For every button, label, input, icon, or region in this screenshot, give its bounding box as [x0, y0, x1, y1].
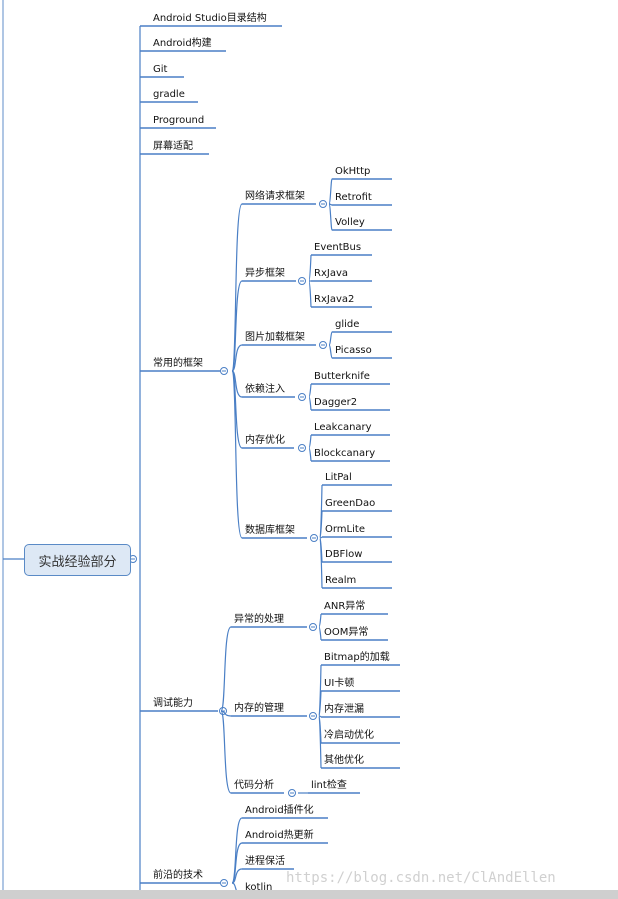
leaf-6-0-2-label[interactable]: Volley — [335, 217, 365, 228]
leaf-6-1-2-connector — [308, 280, 312, 308]
leaf-7-1-2-label[interactable]: 内存泄漏 — [324, 704, 364, 715]
branch-6-5-connector — [231, 370, 243, 539]
branch-7-0-connector — [220, 626, 232, 712]
branch-7-2-connector — [220, 710, 232, 794]
topic-6-4-label[interactable]: 内存优化 — [245, 435, 285, 446]
leaf-6-2-0-connector — [328, 331, 333, 346]
topic-6-1-label[interactable]: 异步框架 — [245, 268, 285, 279]
branch-8-label[interactable]: 前沿的技术 — [153, 870, 203, 881]
leaf-6-5-1-connector — [319, 510, 323, 539]
topic-7-0-label[interactable]: 异常的处理 — [234, 614, 284, 625]
bottom-scrollbar[interactable] — [0, 890, 618, 899]
leaf-6-0-1-label[interactable]: Retrofit — [335, 192, 372, 203]
topic-8-0-label[interactable]: Android插件化 — [245, 805, 314, 816]
topic-7-1-label[interactable]: 内存的管理 — [234, 703, 284, 714]
watermark: https://blog.csdn.net/ClAndEllen — [286, 870, 556, 886]
leaf-6-3-1-connector — [308, 396, 312, 411]
topic-6-5-label[interactable]: 数据库框架 — [245, 525, 295, 536]
leaf-7-0-1-label[interactable]: OOM异常 — [324, 627, 369, 638]
leaf-7-0-1-connector — [318, 626, 322, 641]
leaf-7-0-0-connector — [318, 613, 322, 628]
leaf-7-1-4-label[interactable]: 其他优化 — [324, 755, 364, 766]
leaf-6-1-0-label[interactable]: EventBus — [314, 242, 362, 253]
topic-6-2-label[interactable]: 图片加载框架 — [245, 332, 305, 343]
leaf-7-1-4-connector — [318, 715, 322, 769]
leaf-6-2-1-label[interactable]: Picasso — [335, 345, 372, 356]
leaf-6-4-1-connector — [308, 447, 312, 462]
topic-6-3-label[interactable]: 依赖注入 — [245, 384, 285, 395]
leaf-6-5-1-label[interactable]: GreenDao — [325, 498, 376, 509]
leaf-6-5-4-label[interactable]: Realm — [325, 575, 357, 586]
leaf-6-4-0-connector — [308, 434, 312, 449]
leaf-6-1-1-label[interactable]: RxJava — [314, 268, 348, 279]
leaf-7-1-3-label[interactable]: 冷启动优化 — [324, 730, 374, 741]
topic-8-1-label[interactable]: Android热更新 — [245, 830, 314, 841]
leaf-6-3-0-label[interactable]: Butterknife — [314, 371, 370, 382]
branch-6-label[interactable]: 常用的框架 — [153, 358, 203, 369]
topic-8-3-label[interactable]: kotlin — [245, 882, 273, 893]
leaf-7-1-1-label[interactable]: UI卡顿 — [324, 678, 355, 689]
leaf-6-2-1-connector — [328, 344, 333, 359]
leaf-6-5-2-label[interactable]: OrmLite — [325, 524, 365, 535]
branch-3-label[interactable]: gradle — [153, 89, 185, 100]
branch-6-1-connector — [231, 280, 243, 372]
leaf-7-1-1-connector — [318, 690, 322, 717]
leaf-6-0-0-label[interactable]: OkHttp — [335, 166, 371, 177]
branch-7-label[interactable]: 调试能力 — [153, 698, 193, 709]
root-topic-label: 实战经验部分 — [38, 554, 117, 570]
root-topic[interactable]: 实战经验部分 — [24, 544, 131, 576]
branch-8-2-connector — [231, 868, 243, 884]
leaf-6-0-0-connector — [328, 178, 333, 205]
leaf-6-4-0-label[interactable]: Leakcanary — [314, 422, 372, 433]
branch-5-label[interactable]: 屏幕适配 — [153, 141, 193, 152]
leaf-6-1-2-label[interactable]: RxJava2 — [314, 294, 355, 305]
branch-1-label[interactable]: Android构建 — [153, 38, 212, 49]
branch-6-2-connector — [231, 344, 243, 372]
leaf-7-2-0-label[interactable]: lint检查 — [311, 780, 347, 791]
topic-8-2-label[interactable]: 进程保活 — [245, 856, 285, 867]
branch-4-label[interactable]: Proground — [153, 115, 205, 126]
leaf-6-3-1-label[interactable]: Dagger2 — [314, 397, 358, 408]
topic-7-2-label[interactable]: 代码分析 — [234, 780, 274, 791]
branch-0-label[interactable]: Android Studio目录结构 — [153, 13, 267, 24]
branch-8-1-connector — [231, 842, 243, 884]
branch-7-1-connector — [220, 710, 232, 717]
leaf-6-5-3-label[interactable]: DBFlow — [325, 549, 363, 560]
leaf-6-5-4-connector — [319, 537, 323, 589]
leaf-7-0-0-label[interactable]: ANR异常 — [324, 601, 366, 612]
leaf-7-1-0-label[interactable]: Bitmap的加载 — [324, 652, 390, 663]
leaf-6-1-0-connector — [308, 254, 312, 282]
leaf-6-4-1-label[interactable]: Blockcanary — [314, 448, 376, 459]
topic-6-0-label[interactable]: 网络请求框架 — [245, 191, 305, 202]
leaf-6-3-0-connector — [308, 383, 312, 398]
branch-2-label[interactable]: Git — [153, 64, 168, 75]
leaf-6-0-2-connector — [328, 203, 333, 231]
leaf-6-5-0-label[interactable]: LitPal — [325, 472, 352, 483]
leaf-6-2-0-label[interactable]: glide — [335, 319, 360, 330]
